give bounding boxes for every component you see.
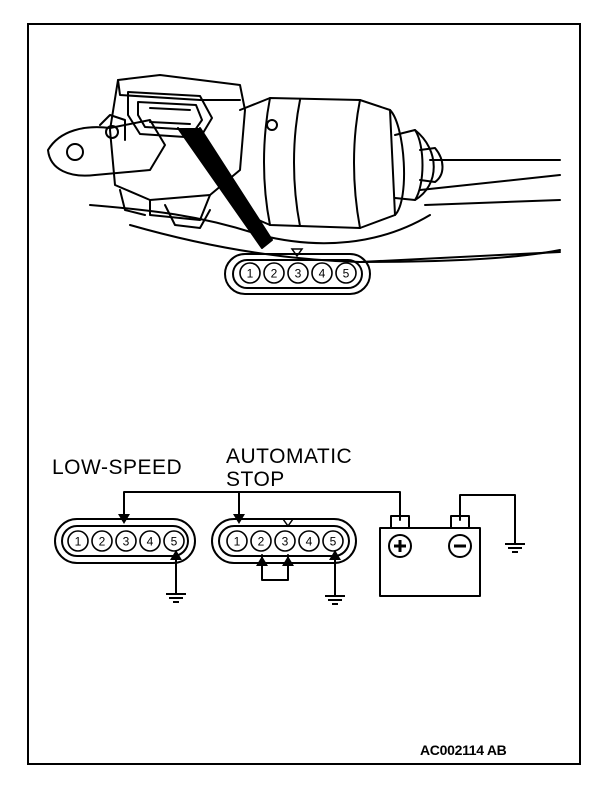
ground-icon xyxy=(166,590,186,603)
battery-negative-icon xyxy=(448,534,472,558)
auto-stop-pin-5 xyxy=(322,530,344,552)
auto-stop-pin-4-number: 4 xyxy=(306,534,313,548)
low-speed-pin-4 xyxy=(139,530,161,552)
key-mark-triangle-icon xyxy=(281,518,295,528)
battery xyxy=(379,515,481,597)
auto-stop-pin-4 xyxy=(298,530,320,552)
low-speed-pin-3-number: 3 xyxy=(123,534,130,548)
low-speed-pin-1 xyxy=(67,530,89,552)
callout-pin-3-number: 3 xyxy=(295,266,302,280)
callout-pin-2-number: 2 xyxy=(271,266,278,280)
auto-stop-pin-3-number: 3 xyxy=(282,534,289,548)
stop-label: STOP xyxy=(226,468,285,491)
callout-pin-1-number: 1 xyxy=(247,266,254,280)
probe-arrow-icon xyxy=(233,514,245,524)
automatic-label: AUTOMATIC xyxy=(226,445,353,468)
auto-stop-pin-3 xyxy=(274,530,296,552)
auto-stop-pin-1-number: 1 xyxy=(234,534,241,548)
auto-stop-pin-2-number: 2 xyxy=(258,534,265,548)
low-speed-pin-5-number: 5 xyxy=(171,534,178,548)
low-speed-pin-2 xyxy=(91,530,113,552)
battery-positive-icon xyxy=(388,534,412,558)
auto-stop-pin-5-number: 5 xyxy=(330,534,337,548)
probe-arrow-icon xyxy=(118,514,130,524)
callout-pin-3 xyxy=(287,262,309,284)
probe-arrow-icon xyxy=(329,550,341,560)
low-speed-pin-2-number: 2 xyxy=(99,534,106,548)
auto-stop-pin-1 xyxy=(226,530,248,552)
low-speed-pin-1-number: 1 xyxy=(75,534,82,548)
auto-stop-pin-2 xyxy=(250,530,272,552)
wiper-motor-illustration xyxy=(47,74,561,295)
callout-pin-5-number: 5 xyxy=(343,266,350,280)
callout-pin-4 xyxy=(311,262,333,284)
figure-frame xyxy=(27,23,581,765)
probe-arrow-icon xyxy=(256,556,268,566)
probe-arrow-icon xyxy=(170,550,182,560)
low-speed-label: LOW-SPEED xyxy=(52,456,183,479)
key-mark-triangle-icon xyxy=(290,248,304,258)
low-speed-pin-4-number: 4 xyxy=(147,534,154,548)
callout-pin-2 xyxy=(263,262,285,284)
low-speed-pin-3 xyxy=(115,530,137,552)
figure-code: AC002114 AB xyxy=(420,742,507,758)
callout-pin-4-number: 4 xyxy=(319,266,326,280)
ground-icon xyxy=(325,592,345,605)
callout-pin-5 xyxy=(335,262,357,284)
ground-icon xyxy=(505,540,525,553)
callout-pin-1 xyxy=(239,262,261,284)
probe-arrow-icon xyxy=(282,556,294,566)
low-speed-pin-5 xyxy=(163,530,185,552)
